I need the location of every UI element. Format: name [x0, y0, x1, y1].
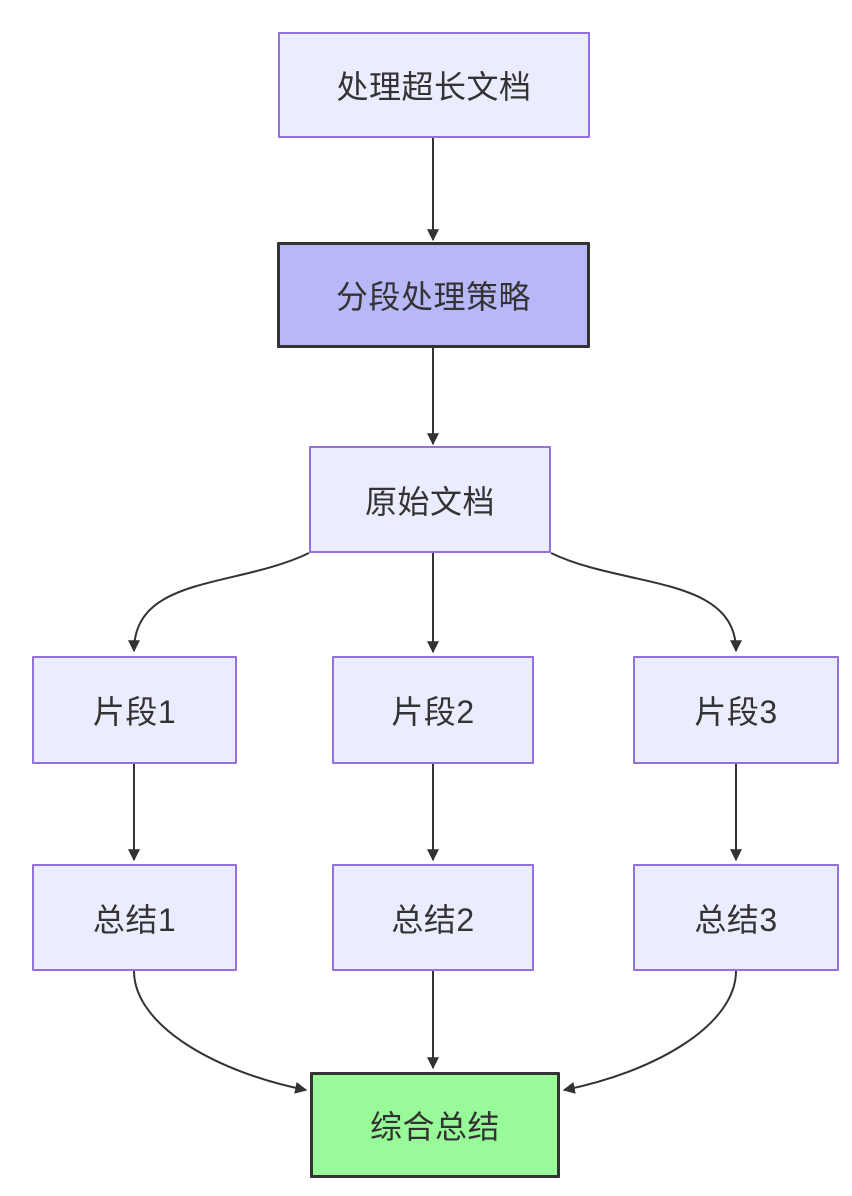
- node-label: 总结1: [92, 901, 177, 938]
- node-label: 原始文档: [364, 483, 495, 520]
- node-original-document: 原始文档: [309, 446, 551, 553]
- edge-summary-1-to-combined: [133, 970, 308, 1094]
- edge-original-to-fragment-1: [128, 552, 310, 653]
- edge-summary-3-to-combined: [562, 970, 737, 1094]
- node-label: 片段2: [391, 694, 475, 730]
- node-fragment-2: 片段2: [332, 656, 534, 764]
- node-summary-1: 总结1: [32, 864, 237, 971]
- node-process-long-document: 处理超长文档: [278, 32, 590, 138]
- node-label: 总结2: [391, 901, 475, 938]
- node-summary-3: 总结3: [633, 864, 839, 971]
- node-label: 综合总结: [369, 1109, 500, 1145]
- node-fragment-1: 片段1: [32, 656, 237, 764]
- edge-original-to-fragment-3: [550, 552, 742, 653]
- node-summary-2: 总结2: [332, 864, 534, 971]
- node-combined-summary: 综合总结: [310, 1072, 560, 1178]
- node-segmentation-strategy: 分段处理策略: [277, 242, 590, 348]
- node-fragment-3: 片段3: [633, 656, 839, 764]
- node-label: 分段处理策略: [335, 279, 531, 315]
- node-label: 片段3: [694, 694, 778, 730]
- node-label: 处理超长文档: [336, 69, 532, 105]
- node-label: 总结3: [694, 901, 778, 938]
- node-label: 片段1: [92, 694, 177, 730]
